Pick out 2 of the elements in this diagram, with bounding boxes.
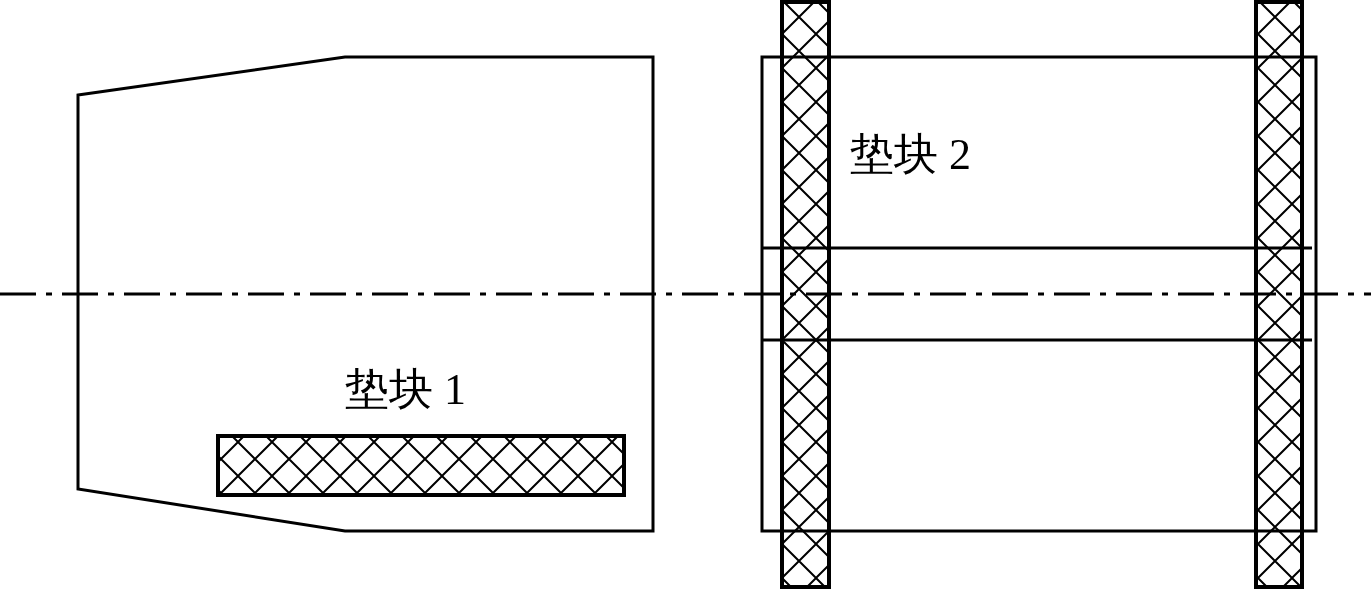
part-label: 垫块 1 [345,365,466,415]
part-label: 垫块 2 [850,130,971,180]
